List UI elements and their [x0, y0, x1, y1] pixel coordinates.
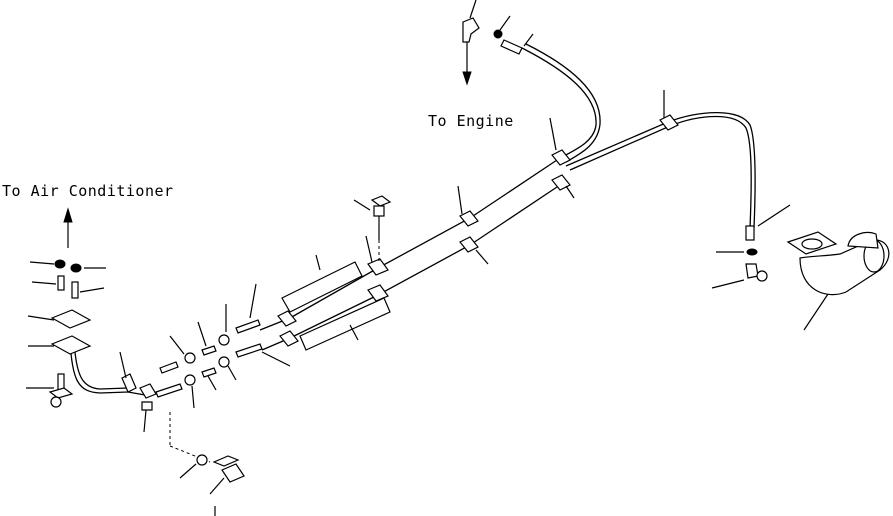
protective-cover-lower [299, 297, 391, 351]
to-engine-label: To Engine [428, 112, 514, 130]
to-engine-arrow [462, 40, 472, 86]
clamps [121, 114, 679, 393]
to-air-conditioner-arrow [63, 207, 73, 248]
protective-cover-upper [281, 254, 363, 313]
pipe-lines [69, 43, 756, 396]
small-fittings-left [139, 319, 263, 411]
to-air-conditioner-label: To Air Conditioner [2, 182, 174, 200]
leader-lines [26, 0, 829, 516]
left-bracket-assembly [48, 259, 92, 408]
engine-elbow-fitting [462, 17, 523, 55]
bolt-center [370, 195, 392, 262]
right-fitting-assembly [745, 225, 890, 296]
bottom-bolt [169, 412, 245, 483]
